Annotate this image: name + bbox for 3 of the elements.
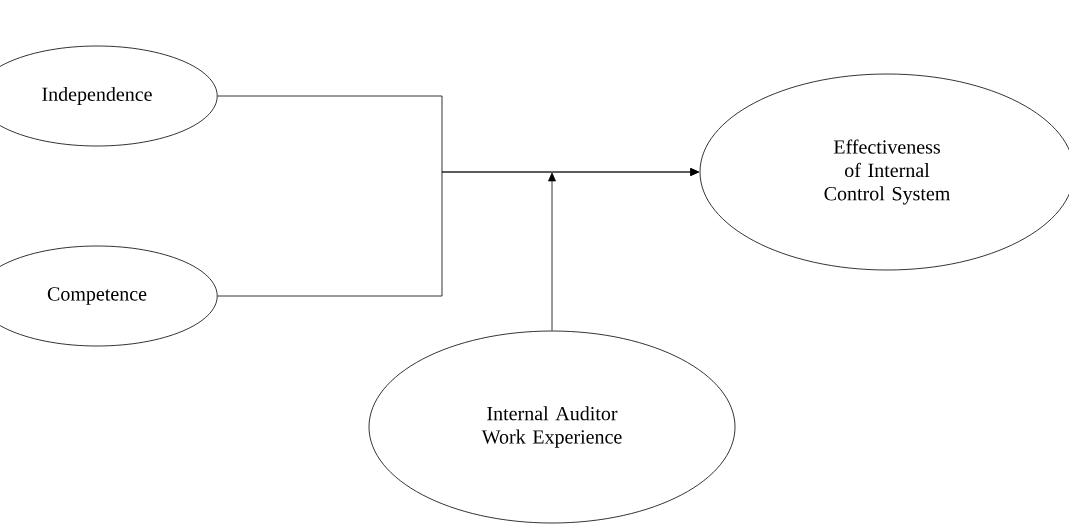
ellipse-node: Internal Auditor Work Experience [368,330,736,524]
arrow [217,168,699,297]
arrow [548,172,556,331]
